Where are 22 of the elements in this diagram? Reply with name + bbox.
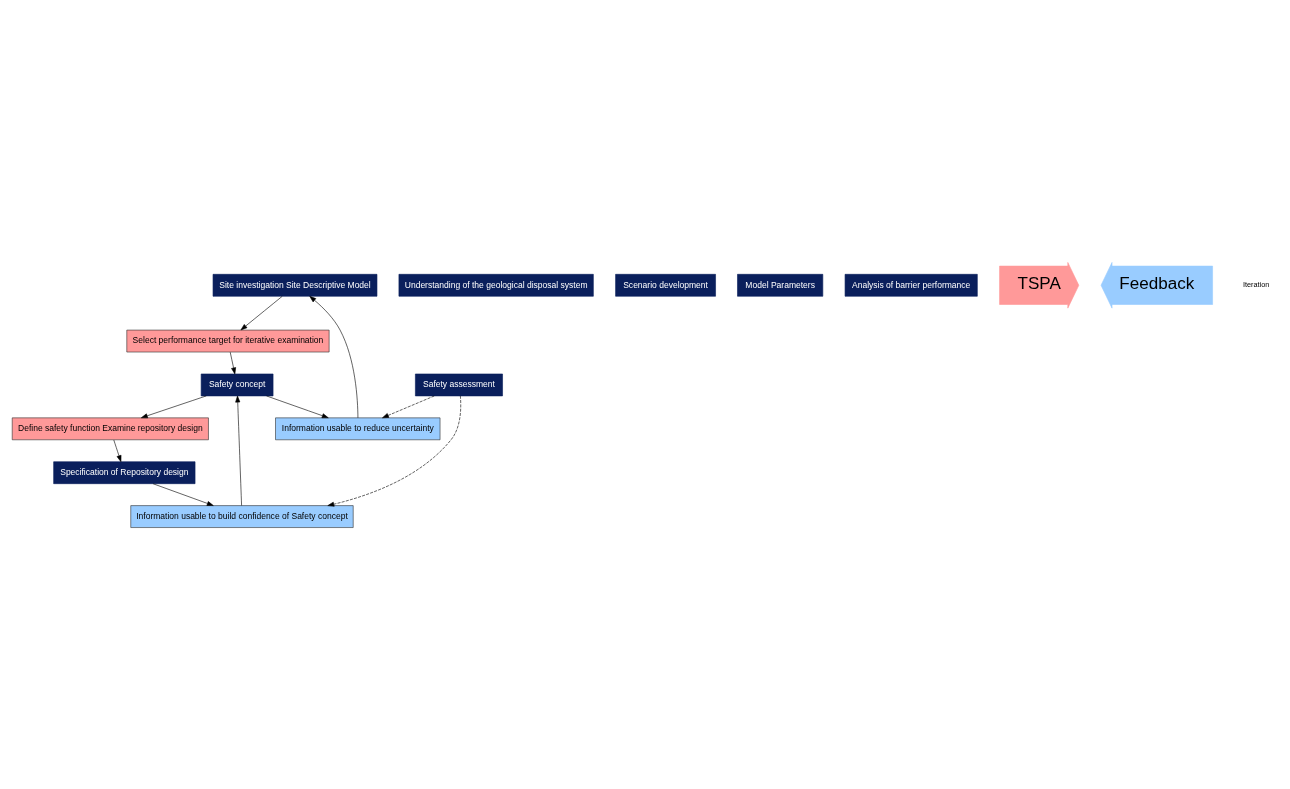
arrow (113, 439, 122, 462)
node-box: Safety assessment (415, 373, 503, 396)
node-box: Understanding of the geological disposal system (398, 273, 594, 297)
arrow (309, 295, 359, 418)
arrow (141, 395, 207, 418)
node-box: Specification of Repository design (53, 460, 196, 484)
arrow (266, 395, 329, 418)
arrow (327, 395, 462, 507)
node-box: Select performance target for iterative examination (126, 329, 330, 352)
arrow (152, 482, 214, 506)
node-box: Site investigation Site Descriptive Model (212, 273, 378, 297)
node-box: Define safety function Examine repository design (11, 417, 209, 440)
node-box: Model Parameters (737, 273, 824, 297)
arrow (240, 295, 283, 330)
node-box: Analysis of barrier performance (844, 273, 978, 297)
node-box: Information usable to reduce uncertainty (275, 417, 441, 440)
arrow (229, 351, 236, 374)
node-box: Safety concept (200, 373, 274, 396)
arrow (235, 395, 242, 506)
arrow (382, 395, 435, 418)
node-box: Information usable to build confidence of Safety concept (130, 504, 354, 528)
node-box: Scenario development (615, 273, 716, 297)
